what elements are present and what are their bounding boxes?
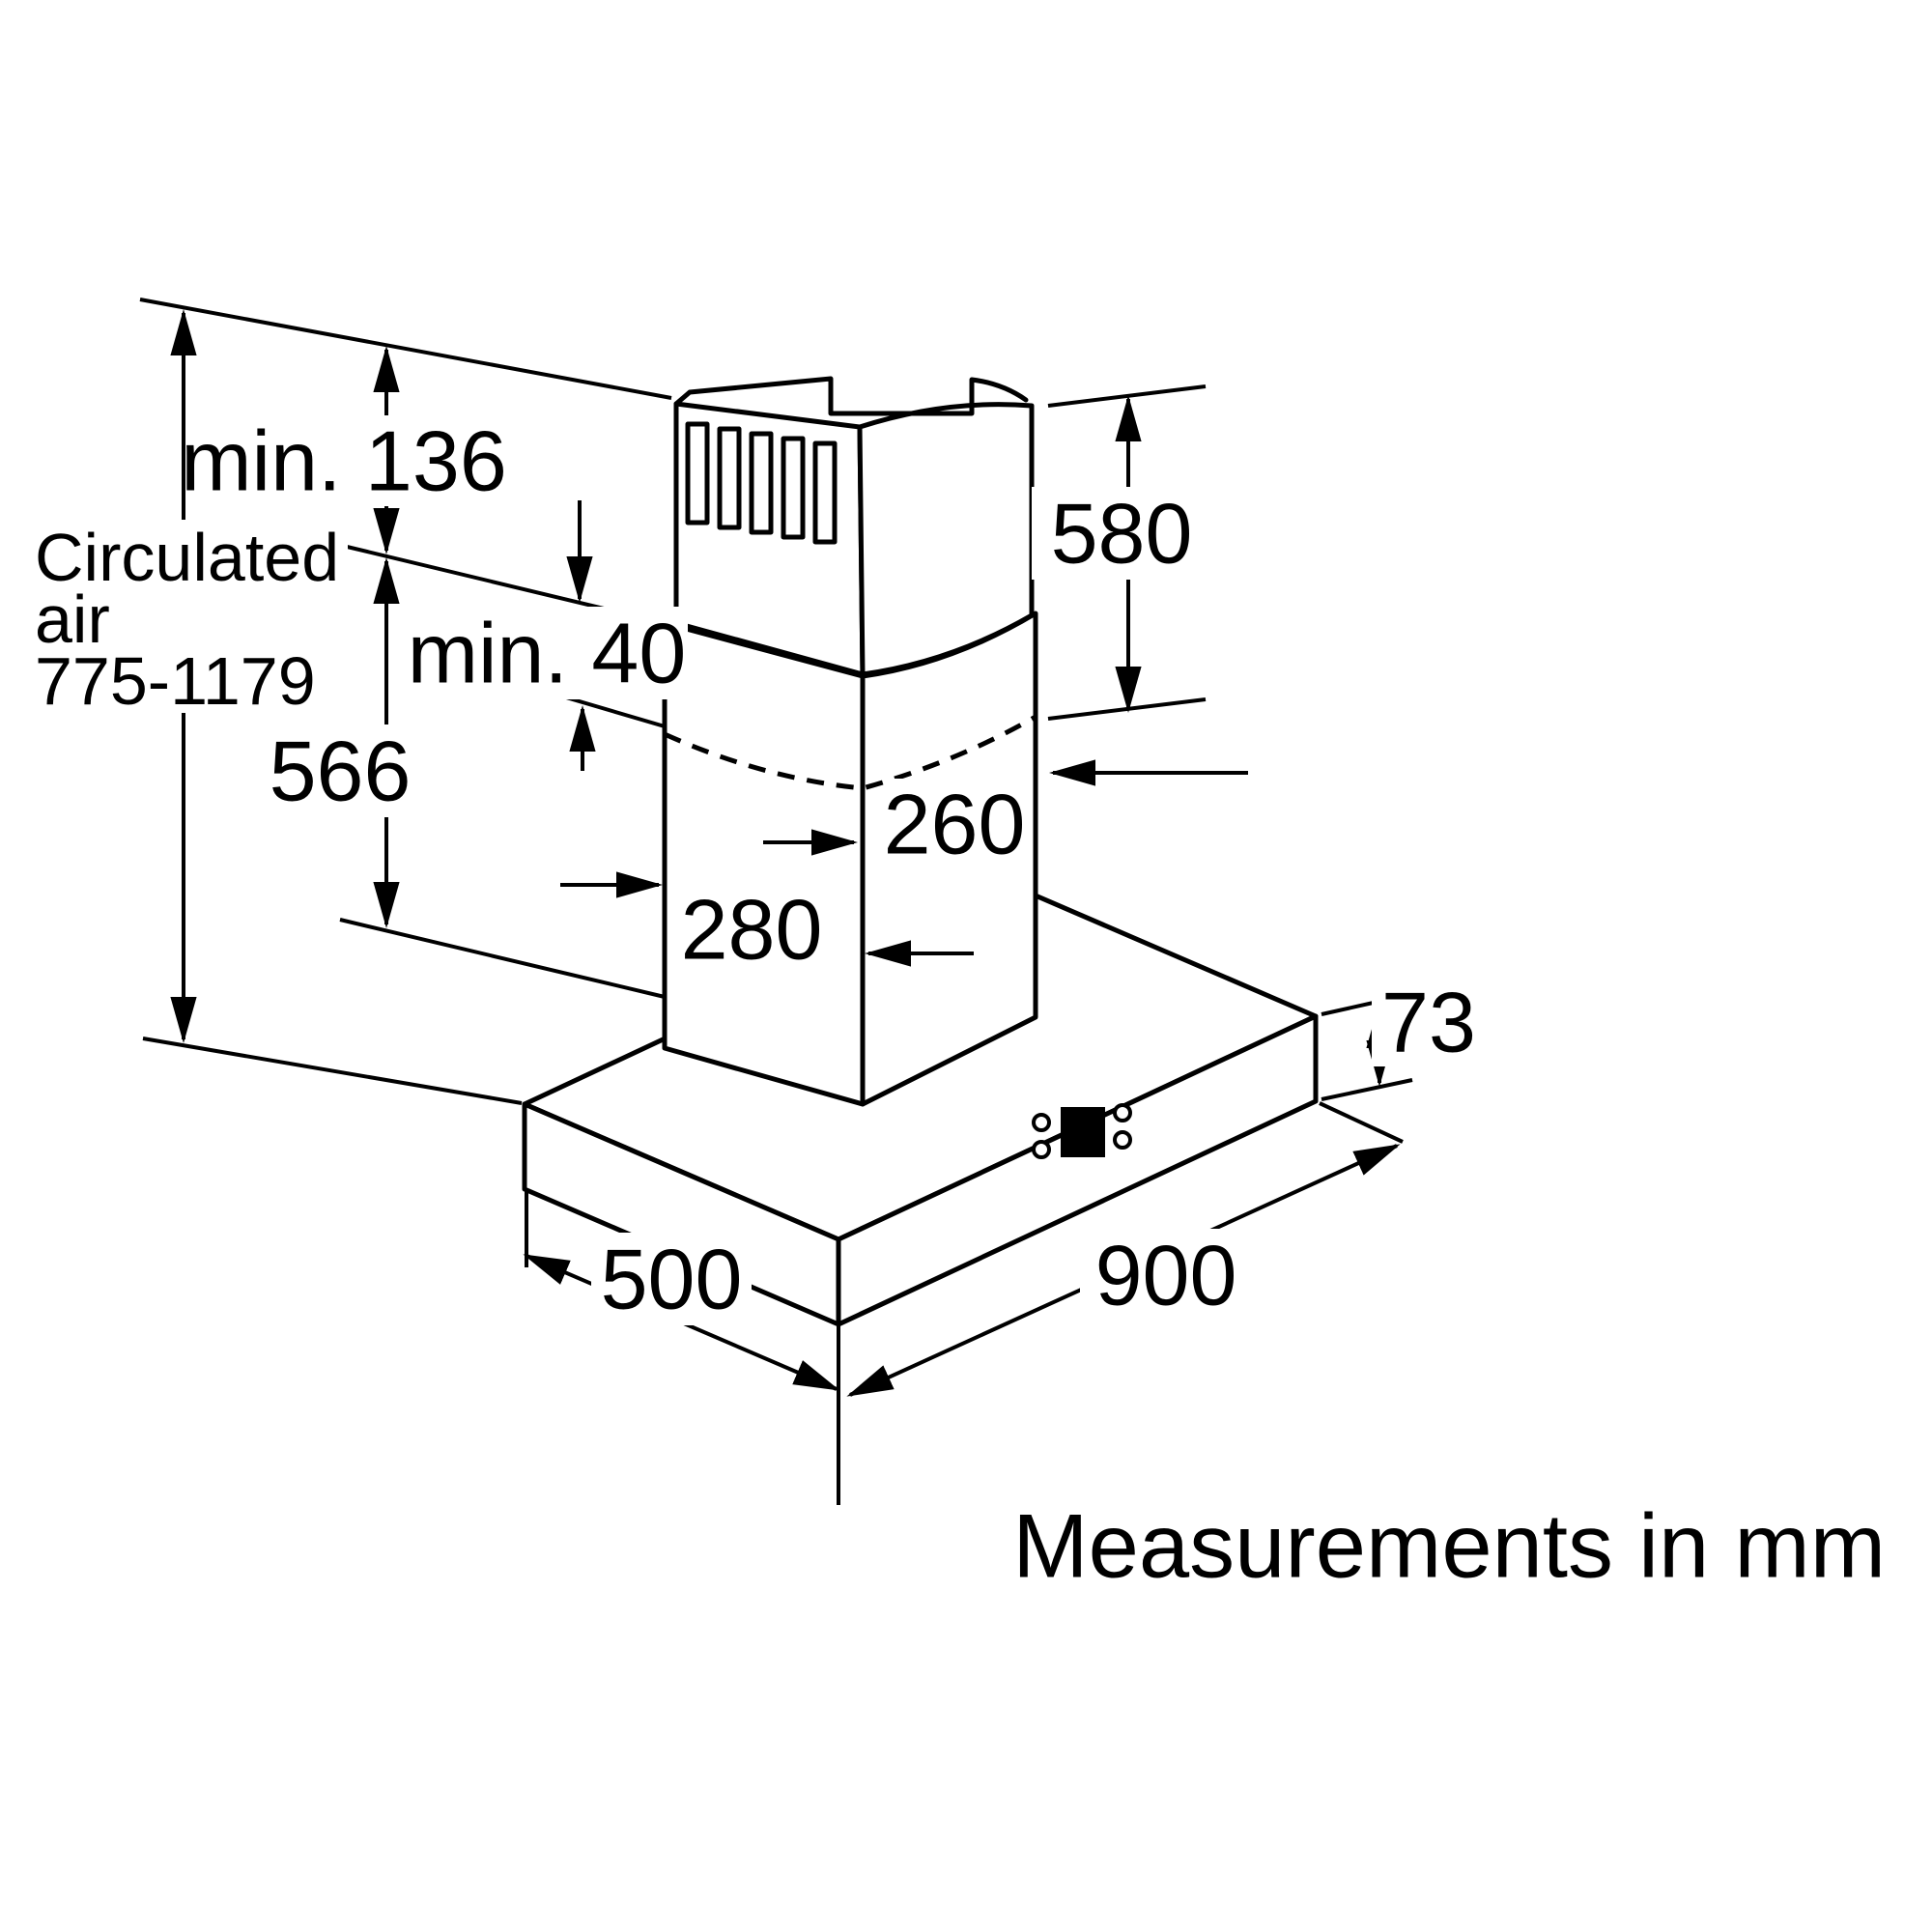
- label-upper-chimney-height: 580: [1051, 486, 1193, 582]
- ceiling-extension-line: [139, 298, 672, 400]
- label-lower-chimney-height: 566: [270, 724, 412, 819]
- dimension-labels: Circulated air 775-1179 min. 136 566 min…: [35, 413, 1886, 1597]
- chimney-upper-section: [673, 376, 1035, 677]
- display-screen: [1061, 1107, 1105, 1157]
- hood-width-extension-line: [1319, 1101, 1404, 1144]
- label-circulated-air-line1: Circulated: [35, 520, 339, 595]
- chimney-lower-front-face: [662, 620, 866, 1107]
- label-hood-width: 900: [1095, 1228, 1237, 1323]
- canopy-height-bottom-extension-line: [1321, 1078, 1413, 1101]
- telescopic-overlap-dashed-line: [663, 714, 1037, 791]
- vent-slat: [717, 426, 742, 530]
- vent-slat: [749, 431, 774, 535]
- label-min-ceiling-clearance: min. 136: [181, 413, 507, 509]
- canopy-top-extension-line: [142, 1037, 523, 1105]
- label-chimney-depth: 260: [884, 777, 1026, 872]
- label-canopy-height: 73: [1381, 975, 1476, 1070]
- lower-chimney-bottom-extension-line: [339, 918, 666, 999]
- units-note: Measurements in mm: [1012, 1495, 1886, 1597]
- vent-slat: [812, 440, 838, 545]
- control-button: [1113, 1130, 1132, 1150]
- control-button: [1113, 1103, 1132, 1122]
- chimney-top-rim-notch: [673, 376, 1029, 416]
- label-backgrounds: [27, 415, 1486, 1325]
- label-hood-depth: 500: [601, 1232, 743, 1327]
- vent-slat: [685, 421, 710, 526]
- control-button: [1032, 1140, 1051, 1159]
- label-circulated-air-line2: air: [35, 582, 110, 657]
- vent-slat: [781, 436, 806, 540]
- control-button: [1032, 1113, 1051, 1132]
- vent-slats: [685, 421, 838, 545]
- label-chimney-width: 280: [681, 882, 823, 978]
- label-circulated-air-range: 775-1179: [35, 643, 316, 719]
- upper-chimney-bottom-extension-line: [1047, 697, 1207, 721]
- label-min-overlap: min. 40: [408, 606, 687, 701]
